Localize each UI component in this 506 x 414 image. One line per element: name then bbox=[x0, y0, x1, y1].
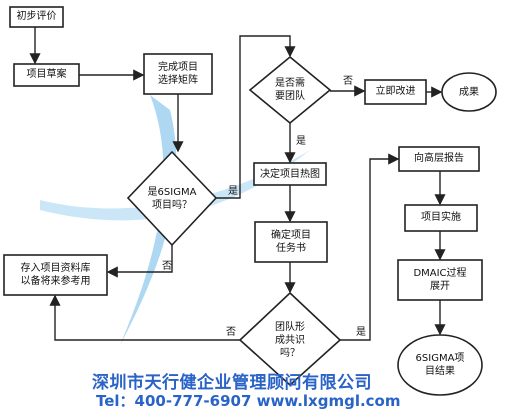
sigma-result-label: 6SIGMA项 目结果 bbox=[415, 353, 465, 377]
confirm-charter-label: 确定项目 任务书 bbox=[271, 230, 311, 254]
project-impl-label: 项目实施 bbox=[421, 212, 461, 223]
edge-label-no-immediate: 否 bbox=[343, 76, 353, 87]
need-team-label: 是否需 要团队 bbox=[275, 78, 305, 102]
edge-6sigma-no-to-store bbox=[106, 245, 173, 278]
complete-matrix-box bbox=[143, 53, 213, 95]
immediate-improve-label: 立即改进 bbox=[375, 86, 416, 97]
complete-matrix-label: 完成项目 选择矩阵 bbox=[158, 62, 198, 86]
initial-eval-label: 初步评价 bbox=[16, 11, 57, 22]
edge-label-no-6sigma: 否 bbox=[162, 261, 172, 272]
edge-6sigma-yes-to-needteam bbox=[216, 35, 296, 199]
store-database-label: 存入项目资料库 以备将来参考用 bbox=[20, 263, 91, 287]
edge-label-no-consensus: 否 bbox=[226, 327, 236, 338]
initial-eval-box bbox=[9, 6, 64, 28]
edge-consensus-no-to-store bbox=[49, 294, 240, 341]
team-consensus-diamond bbox=[238, 291, 342, 387]
is-6sigma-label: 是6SIGMA 项目吗？ bbox=[147, 187, 197, 211]
team-consensus-label: 团队形 成共识 吗？ bbox=[275, 322, 305, 359]
project-draft-label: 项目草案 bbox=[26, 69, 67, 80]
company-name: 深圳市天行健企业管理顾问有限公司 bbox=[92, 373, 372, 393]
edge-consensus-yes-to-report bbox=[340, 153, 400, 341]
edge-label-yes-need-team: 是 bbox=[296, 136, 306, 147]
edge-label-yes-consensus: 是 bbox=[356, 327, 366, 338]
edge-label-yes-6sigma: 是 bbox=[228, 186, 238, 197]
report-upper-label: 向高层报告 bbox=[414, 153, 464, 164]
company-contact: Tel：400-777-6907 www.lxgmgl.com bbox=[96, 392, 401, 410]
result-label: 成果 bbox=[459, 87, 479, 98]
decide-team-label: 决定项目热图 bbox=[260, 169, 320, 180]
dmaic-label: DMAIC过程 展开 bbox=[413, 268, 467, 292]
confirm-charter-box bbox=[254, 221, 328, 263]
